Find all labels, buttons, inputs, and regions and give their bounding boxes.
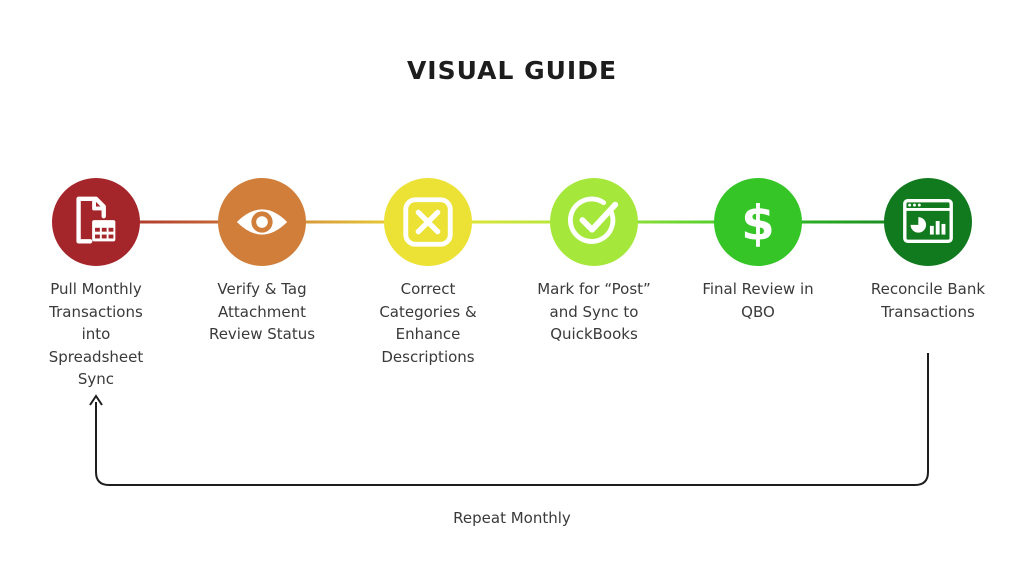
eye-icon bbox=[236, 209, 288, 235]
step-verify-tag: Verify & Tag Attachment Review Status bbox=[187, 178, 337, 346]
dollar-icon: $ bbox=[741, 195, 775, 251]
step-circle bbox=[52, 178, 140, 266]
step-circle bbox=[884, 178, 972, 266]
step-label: Verify & Tag Attachment Review Status bbox=[208, 280, 316, 343]
spreadsheet-file-icon bbox=[76, 196, 116, 244]
step-final-review: $ Final Review in QBO bbox=[683, 178, 833, 323]
x-box-icon bbox=[403, 197, 453, 247]
step-correct-categories: Correct Categories & Enhance Description… bbox=[353, 178, 503, 368]
step-circle: $ bbox=[714, 178, 802, 266]
step-circle bbox=[384, 178, 472, 266]
step-label: Correct Categories & Enhance Description… bbox=[379, 280, 477, 366]
step-reconcile: Reconcile Bank Transactions bbox=[853, 178, 1003, 323]
step-label: Reconcile Bank Transactions bbox=[870, 280, 986, 321]
step-mark-post: Mark for “Post” and Sync to QuickBooks bbox=[519, 178, 669, 346]
svg-text:$: $ bbox=[741, 195, 775, 251]
step-label: Final Review in QBO bbox=[702, 280, 814, 321]
step-label: Mark for “Post” and Sync to QuickBooks bbox=[537, 280, 651, 343]
step-circle bbox=[550, 178, 638, 266]
step-circle bbox=[218, 178, 306, 266]
step-label: Pull Monthly Transactions into Spreadshe… bbox=[48, 280, 144, 388]
dashboard-chart-icon bbox=[903, 199, 953, 244]
checkmark-icon bbox=[567, 196, 619, 244]
repeat-loop-arrow bbox=[95, 353, 929, 486]
repeat-monthly-label: Repeat Monthly bbox=[453, 509, 571, 527]
page-title: VISUAL GUIDE bbox=[406, 56, 618, 85]
loop-arrowhead-icon bbox=[89, 394, 103, 406]
step-pull-transactions: Pull Monthly Transactions into Spreadshe… bbox=[21, 178, 171, 391]
